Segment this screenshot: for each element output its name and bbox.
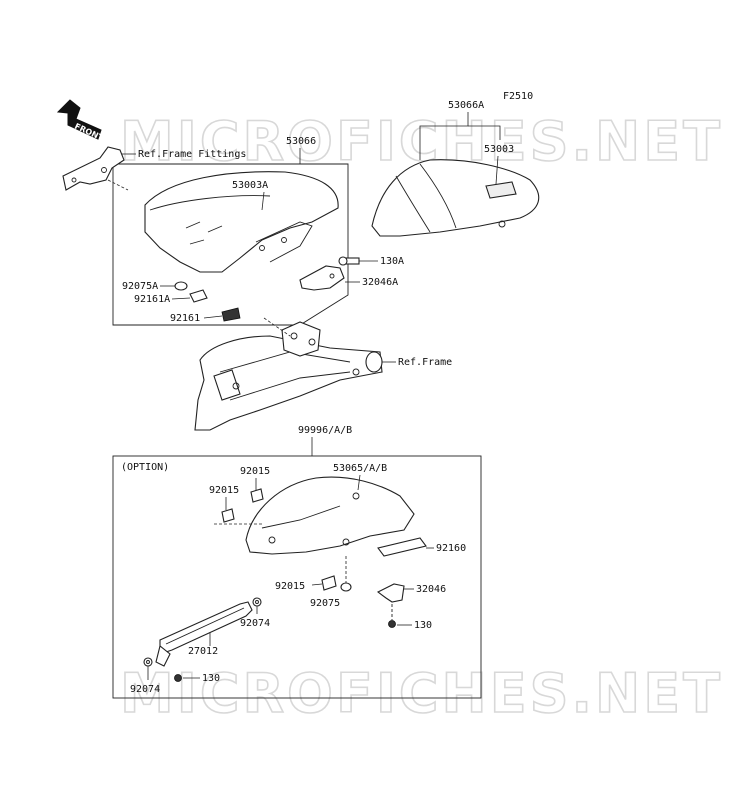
label-130-a: 130 xyxy=(414,620,432,631)
label-32046a: 32046A xyxy=(362,277,398,288)
label-92161: 92161 xyxy=(170,313,200,324)
strip-92160-part xyxy=(377,537,427,557)
leader-53003a xyxy=(261,191,265,211)
label-53066: 53066 xyxy=(286,136,316,147)
rail-27012-part xyxy=(155,601,253,667)
clip-92015-c-part xyxy=(321,575,337,591)
label-92161a: 92161A xyxy=(134,294,170,305)
option-label: (OPTION) xyxy=(121,462,169,473)
clip-92015-b-part xyxy=(221,508,235,523)
bolt-130-b-part xyxy=(174,674,182,682)
front-arrow-icon: FRONT xyxy=(56,99,105,143)
leader-53065 xyxy=(357,474,361,491)
label-53003: 53003 xyxy=(484,144,514,155)
bracket-32046-part xyxy=(376,583,405,603)
label-ref-frame: Ref.Frame xyxy=(398,357,452,368)
clip-92015-a-part xyxy=(250,488,264,503)
leader-53003 xyxy=(495,155,499,185)
bolt-130-a-part xyxy=(388,604,396,628)
label-92075: 92075 xyxy=(310,598,340,609)
label-92075a: 92075A xyxy=(122,281,158,292)
label-92160: 92160 xyxy=(436,543,466,554)
label-53066a: 53066A xyxy=(448,100,484,111)
label-92015-c: 92015 xyxy=(275,581,305,592)
label-ref-frame-fittings: Ref.Frame Fittings xyxy=(138,149,246,160)
leader-92161 xyxy=(203,315,223,319)
damper-92075a-part xyxy=(174,281,188,291)
ref-frame-fittings-part xyxy=(62,146,136,191)
bolt-130a-part xyxy=(338,256,360,266)
label-99996: 99996/A/B xyxy=(298,425,352,436)
seat-53003a-part xyxy=(144,171,339,273)
frame-ref-part xyxy=(194,321,383,431)
leader-53066a-right xyxy=(468,125,501,140)
bracket-32046a-part xyxy=(299,265,345,291)
leader-92161a xyxy=(171,297,191,300)
label-53065: 53065/A/B xyxy=(333,463,387,474)
option-group-box xyxy=(112,455,482,699)
label-27012: 27012 xyxy=(188,646,218,657)
label-32046: 32046 xyxy=(416,584,446,595)
label-92074-a: 92074 xyxy=(240,618,270,629)
seat-cover-53065-part xyxy=(245,476,415,555)
pad-92161a-part xyxy=(189,289,208,303)
pad-92161-part xyxy=(221,307,241,322)
label-130a: 130A xyxy=(380,256,404,267)
seat-cowl-53066a-part xyxy=(371,159,540,237)
damper-92075-part xyxy=(340,582,352,592)
label-92074-b: 92074 xyxy=(130,684,160,695)
leader-92015-c xyxy=(311,583,323,586)
label-53003a: 53003A xyxy=(232,180,268,191)
leader-seat-frame xyxy=(263,317,291,337)
label-92015-b: 92015 xyxy=(209,485,239,496)
diagram-id: F2510 xyxy=(503,91,533,102)
watermark-bottom: MICROFICHES.NET xyxy=(120,662,723,725)
top-group-box xyxy=(112,163,349,326)
leader-53066a-left xyxy=(419,112,469,160)
washer-92074-b-part xyxy=(143,657,153,667)
label-130-b: 130 xyxy=(202,673,220,684)
label-92015-a: 92015 xyxy=(240,466,270,477)
washer-92074-a-part xyxy=(252,597,262,607)
